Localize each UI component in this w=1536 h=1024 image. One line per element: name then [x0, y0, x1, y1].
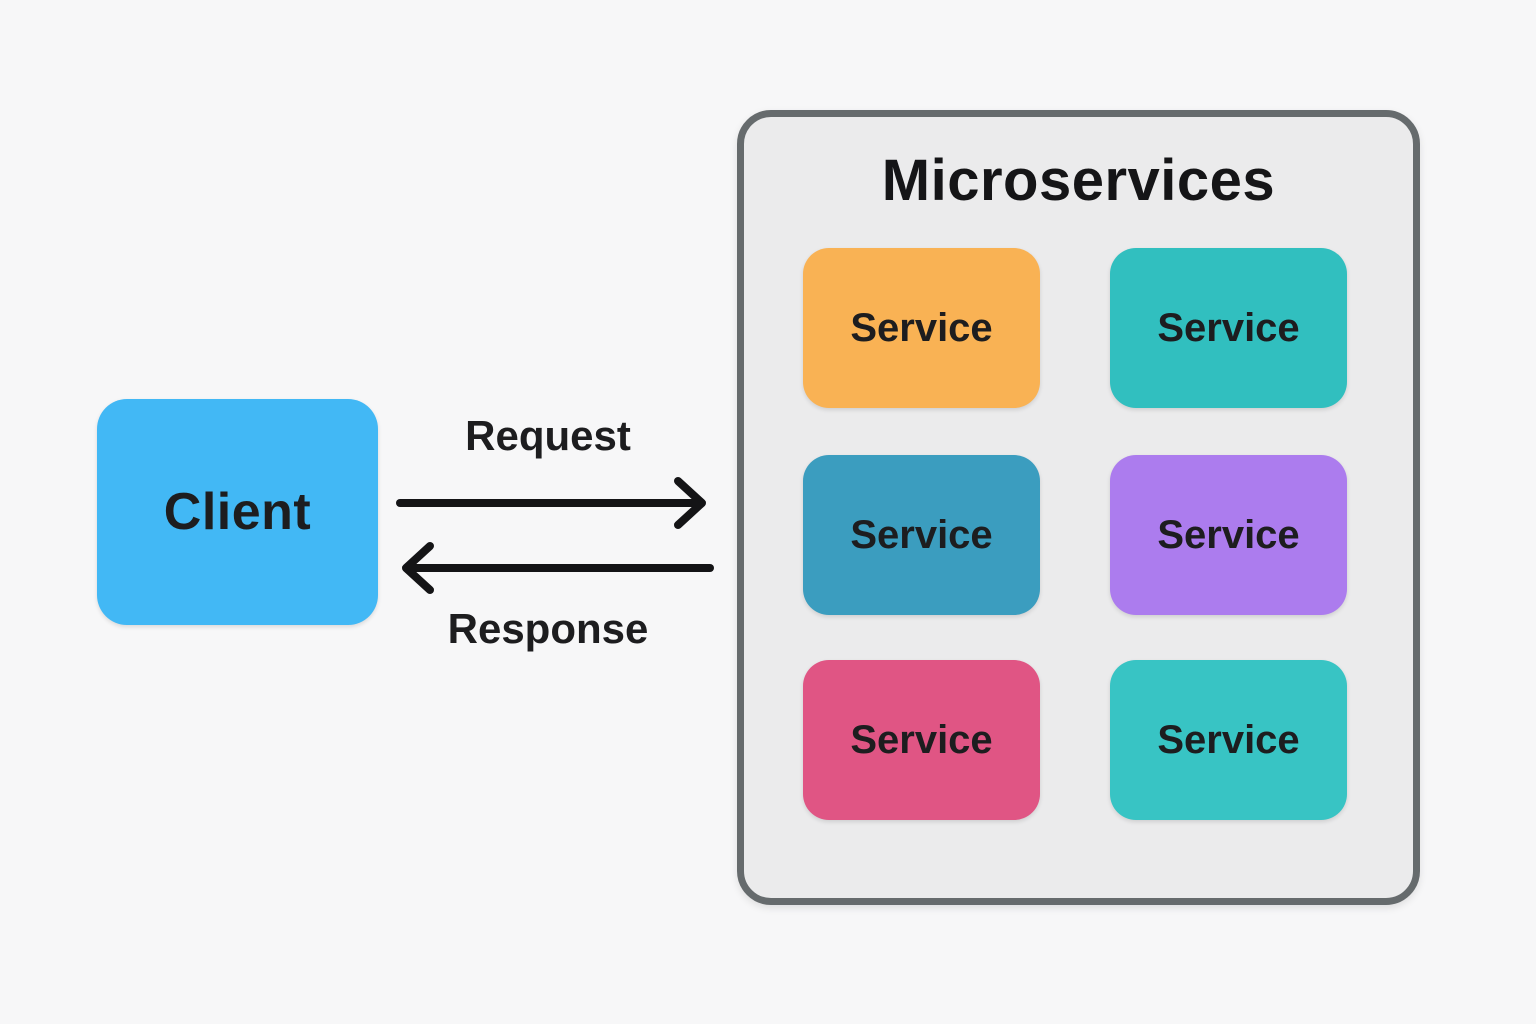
- service-node: Service: [803, 660, 1040, 820]
- service-label: Service: [1157, 512, 1300, 557]
- service-label: Service: [850, 717, 993, 762]
- service-node: Service: [1110, 248, 1347, 408]
- service-label: Service: [850, 305, 993, 350]
- client-label: Client: [163, 483, 312, 541]
- service-label: Service: [1157, 305, 1300, 350]
- request-arrowhead-icon: [674, 477, 706, 529]
- service-node: Service: [1110, 455, 1347, 615]
- request-label: Request: [465, 412, 631, 459]
- response-arrowhead-icon: [402, 542, 434, 594]
- microservices-container: Microservices Service Service Service Se…: [737, 110, 1420, 905]
- service-label: Service: [850, 512, 993, 557]
- request-response-arrows: [396, 477, 714, 594]
- service-node: Service: [803, 248, 1040, 408]
- service-node: Service: [803, 455, 1040, 615]
- client-node: Client: [97, 399, 378, 625]
- service-node: Service: [1110, 660, 1347, 820]
- microservices-title: Microservices: [881, 148, 1276, 213]
- service-label: Service: [1157, 717, 1300, 762]
- response-label: Response: [447, 605, 649, 652]
